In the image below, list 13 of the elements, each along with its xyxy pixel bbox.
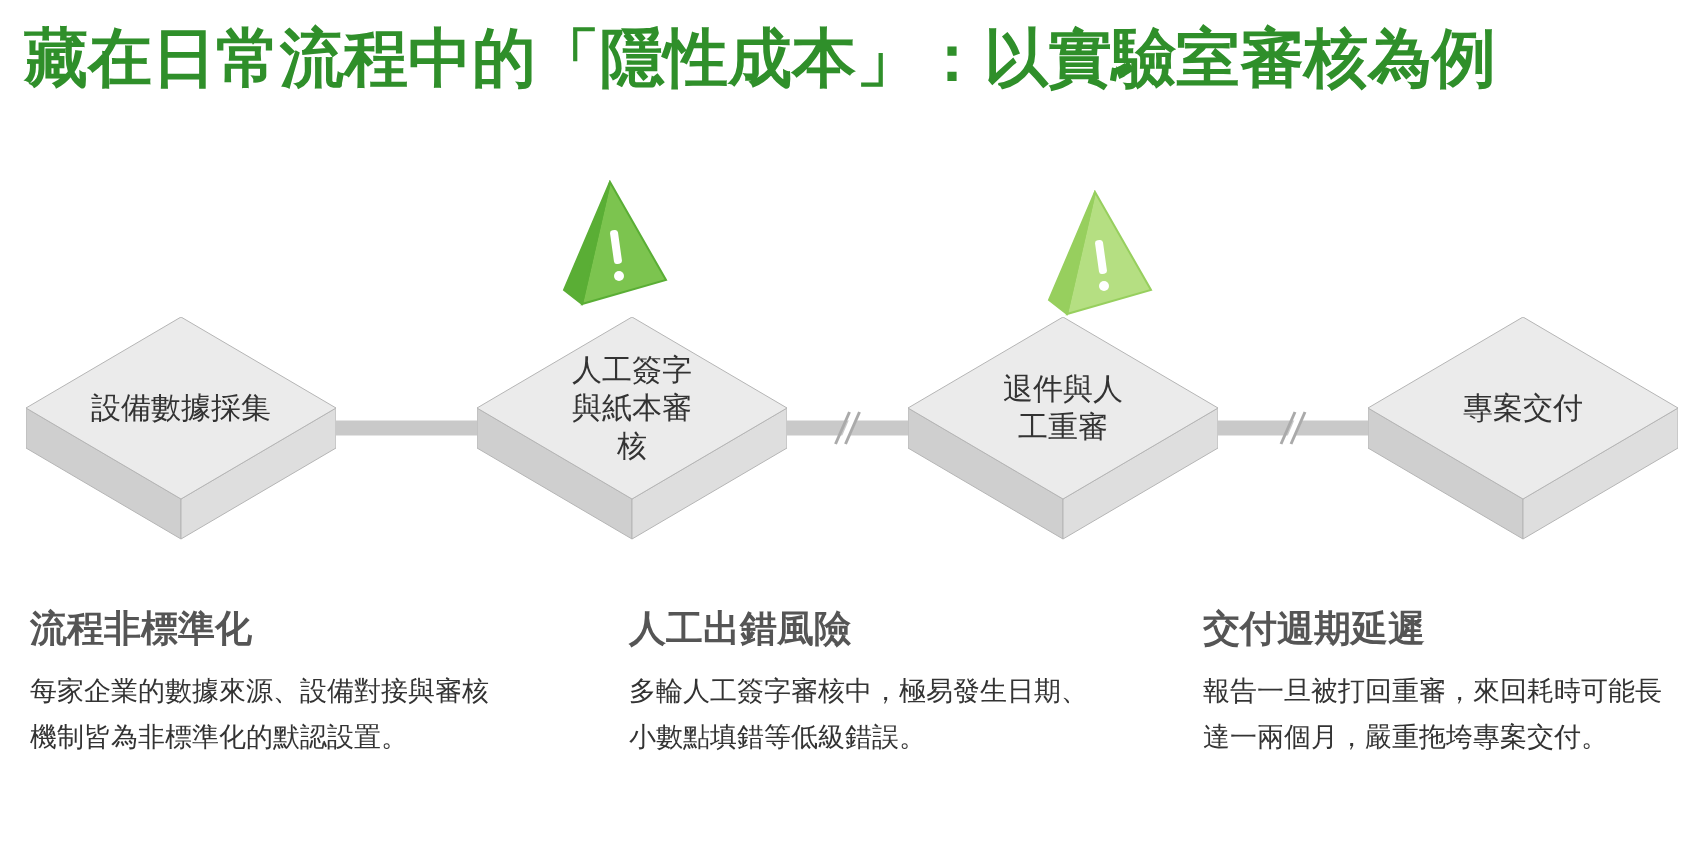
node-label: 退件與人工重審 (1002, 370, 1124, 446)
section-heading: 流程非標準化 (30, 606, 253, 652)
description-text: 多輪人工簽字審核中，極易發生日期、小數點填錯等低級錯誤。 (629, 674, 1089, 754)
description-text: 報告一旦被打回重審，來回耗時可能長達一兩個月，嚴重拖垮專案交付。 (1203, 674, 1663, 754)
node-label: 專案交付 (1462, 389, 1584, 427)
node-label: 人工簽字與紙本審核 (571, 351, 693, 465)
node-label: 設備數據採集 (90, 389, 272, 427)
section-heading: 交付週期延遲 (1203, 606, 1426, 652)
connector-bar (1218, 411, 1368, 445)
connector-bar (336, 420, 477, 436)
description-text: 每家企業的數據來源、設備對接與審核機制皆為非標準化的默認設置。 (30, 674, 490, 754)
title: 藏在日常流程中的「隱性成本」：以實驗室審核為例 (24, 20, 1496, 97)
section-heading: 人工出錯風險 (629, 606, 852, 652)
